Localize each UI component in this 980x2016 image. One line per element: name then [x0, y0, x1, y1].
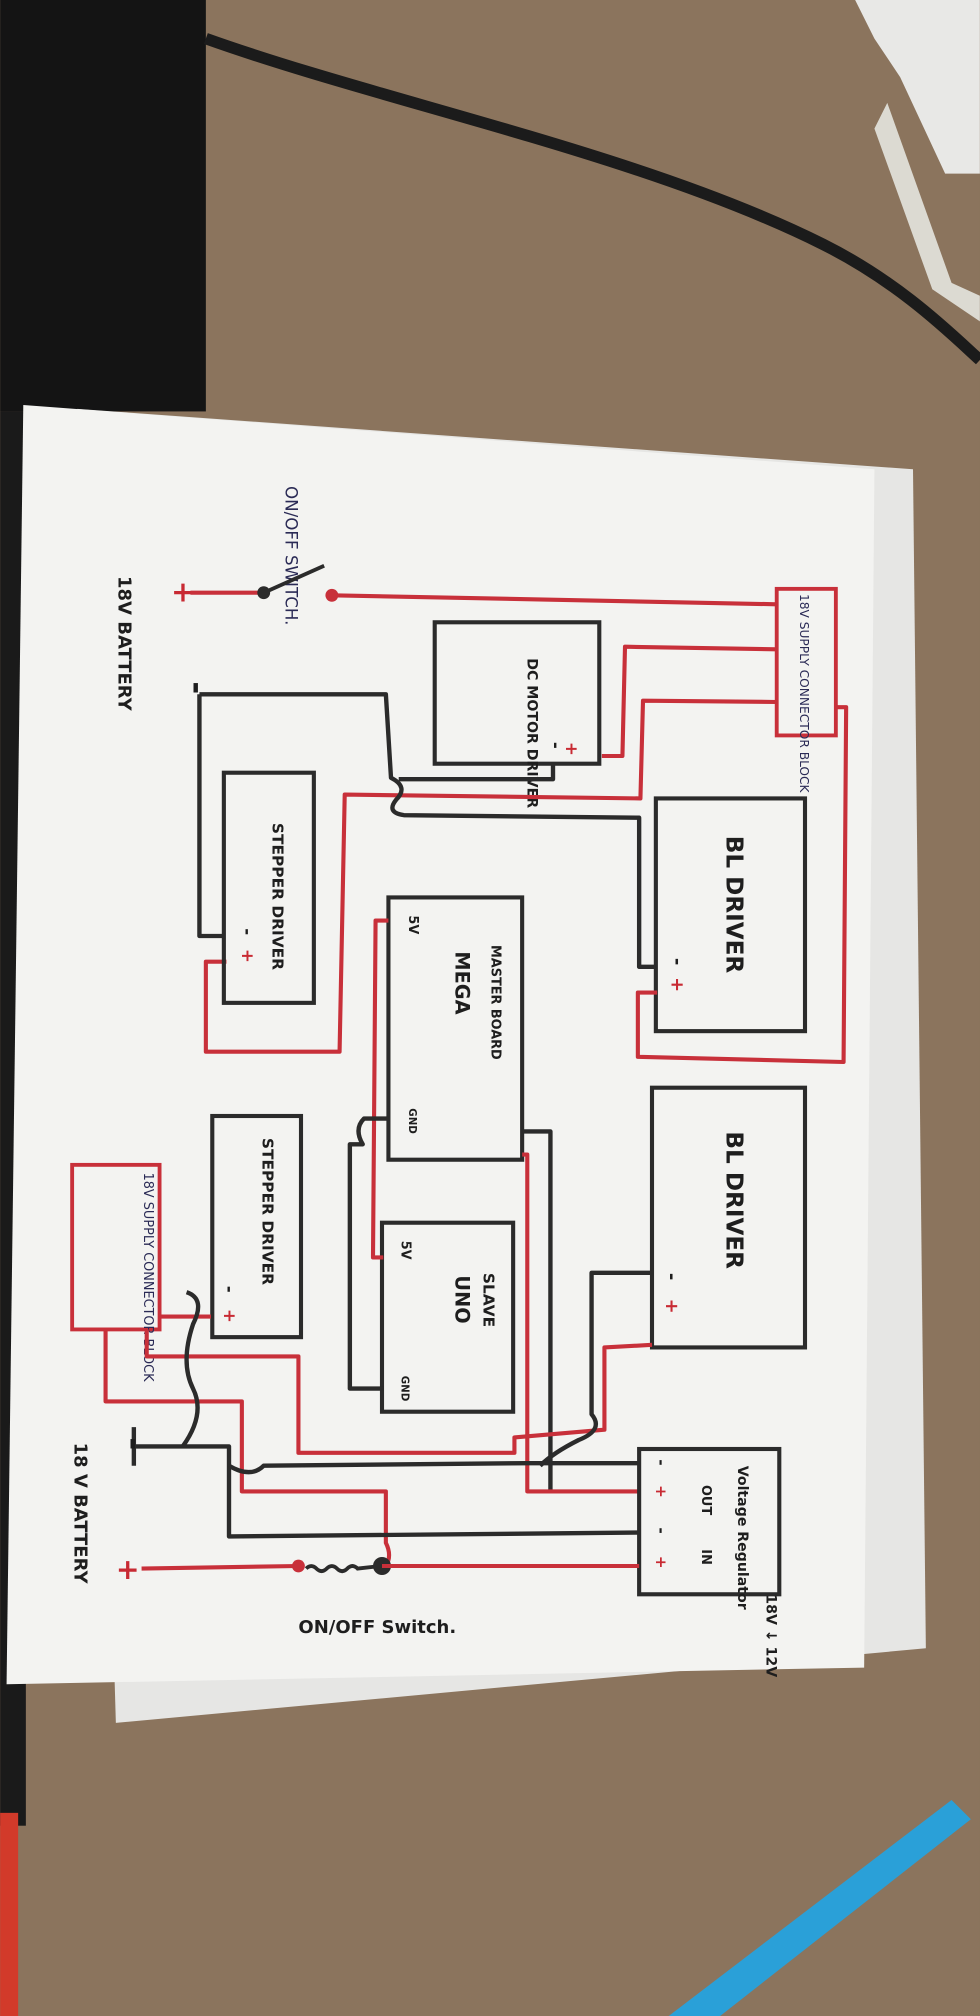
top-circuit: + - 18V BATTERY ON/OFF SWITCH. 18V SUPPL…: [113, 486, 849, 1162]
terminal-plus: +: [652, 1485, 670, 1498]
black-wire: [131, 1427, 640, 1539]
red-wire: [144, 1329, 653, 1455]
stepper-driver-2-label: STEPPER DRIVER: [258, 1138, 276, 1285]
red-wire: [141, 1563, 299, 1571]
bottom-battery-minus: -: [116, 1437, 152, 1450]
top-connector-block: [774, 586, 838, 738]
paper: [6, 405, 875, 1685]
top-switch-lever: [262, 563, 325, 595]
mega-label: MEGA: [450, 951, 473, 1014]
uno-label: UNO: [450, 1275, 473, 1323]
red-object: [0, 1812, 19, 2016]
top-battery-minus: -: [179, 681, 215, 694]
bottom-switch-lever: [304, 1564, 381, 1574]
cable: [203, 33, 980, 365]
dark-corner: [0, 0, 206, 412]
terminal-plus: +: [666, 977, 687, 992]
terminal-minus: -: [546, 742, 566, 749]
slave-uno: [379, 1220, 516, 1414]
bottom-connector-block: [70, 1162, 162, 1332]
bottom-battery-plus: +: [116, 1553, 140, 1586]
red-wire: [203, 698, 777, 1054]
bl-driver-2: [649, 1085, 808, 1350]
red-wire: [370, 918, 389, 1260]
terminal-plus: +: [238, 949, 258, 963]
top-battery-plus: +: [171, 576, 195, 609]
red-wire: [635, 705, 849, 1065]
red-wire: [522, 1152, 640, 1494]
terminal-plus: +: [652, 1556, 670, 1569]
bl-driver-2-label: BL DRIVER: [721, 1131, 747, 1269]
mega-gnd-pin: GND: [406, 1108, 418, 1134]
red-wire: [331, 593, 777, 607]
device-corner: [855, 0, 980, 174]
black-wire: [180, 1290, 201, 1448]
terminal-minus: -: [652, 1527, 670, 1533]
regulator-out-label: OUT: [698, 1485, 713, 1515]
master-board-label: MASTER BOARD: [487, 945, 502, 1060]
red-wire: [601, 644, 777, 759]
dc-motor-driver: [432, 620, 602, 766]
master-mega: [386, 895, 525, 1162]
top-connector-block-label: 18V SUPPLY CONNECTOR BLOCK: [797, 594, 811, 794]
switch-contact: [292, 1559, 305, 1573]
bl-driver-1-label: BL DRIVER: [721, 836, 747, 974]
stepper-driver-1: [221, 770, 316, 1005]
stepper-driver-1-label: STEPPER DRIVER: [269, 823, 287, 970]
pen: [668, 1800, 971, 2016]
device-cable: [874, 102, 980, 322]
black-wire: [199, 692, 656, 970]
bottom-switch-label: ON/OFF Switch.: [298, 1617, 456, 1638]
stepper-driver-2: [210, 1113, 304, 1340]
black-wire: [227, 1460, 640, 1475]
black-wire: [197, 694, 226, 939]
terminal-minus: -: [666, 958, 687, 965]
black-wire: [398, 763, 556, 782]
black-wire: [538, 1270, 652, 1468]
switch-contact: [325, 588, 339, 602]
regulator-title: Voltage Regulator: [734, 1466, 750, 1610]
bottom-circuit: BL DRIVER - + SLAVE UNO 5V GND STEPPER D…: [70, 918, 808, 1677]
mega-5v-pin: 5V: [405, 915, 420, 934]
terminal-minus: -: [661, 1273, 682, 1280]
bl-driver-1: [653, 796, 808, 1034]
black-wire: [522, 1129, 553, 1492]
terminal-plus: +: [661, 1299, 682, 1314]
bottom-connector-block-label: 18V SUPPLY CONNECTOR BLOCK: [140, 1173, 155, 1383]
uno-gnd-pin: GND: [398, 1376, 410, 1402]
black-wire: [347, 1116, 389, 1391]
regulator-rating: 18V ↓ 12V: [762, 1594, 778, 1677]
regulator-in-label: IN: [698, 1549, 713, 1565]
terminal-plus: +: [562, 742, 582, 756]
top-battery-label: 18V BATTERY: [113, 576, 134, 712]
slave-label: SLAVE: [480, 1273, 498, 1327]
terminal-minus: -: [238, 928, 258, 935]
uno-5v-pin: 5V: [397, 1241, 412, 1260]
terminal-minus: -: [220, 1286, 240, 1293]
voltage-regulator: [637, 1446, 782, 1597]
bottom-battery-label: 18 V BATTERY: [70, 1443, 91, 1585]
switch-pivot: [257, 586, 271, 600]
terminal-plus: +: [220, 1309, 240, 1323]
terminal-minus: -: [652, 1459, 670, 1465]
top-switch-label: ON/OFF SWITCH.: [282, 486, 302, 625]
dc-motor-driver-label: DC MOTOR DRIVER: [523, 658, 539, 808]
